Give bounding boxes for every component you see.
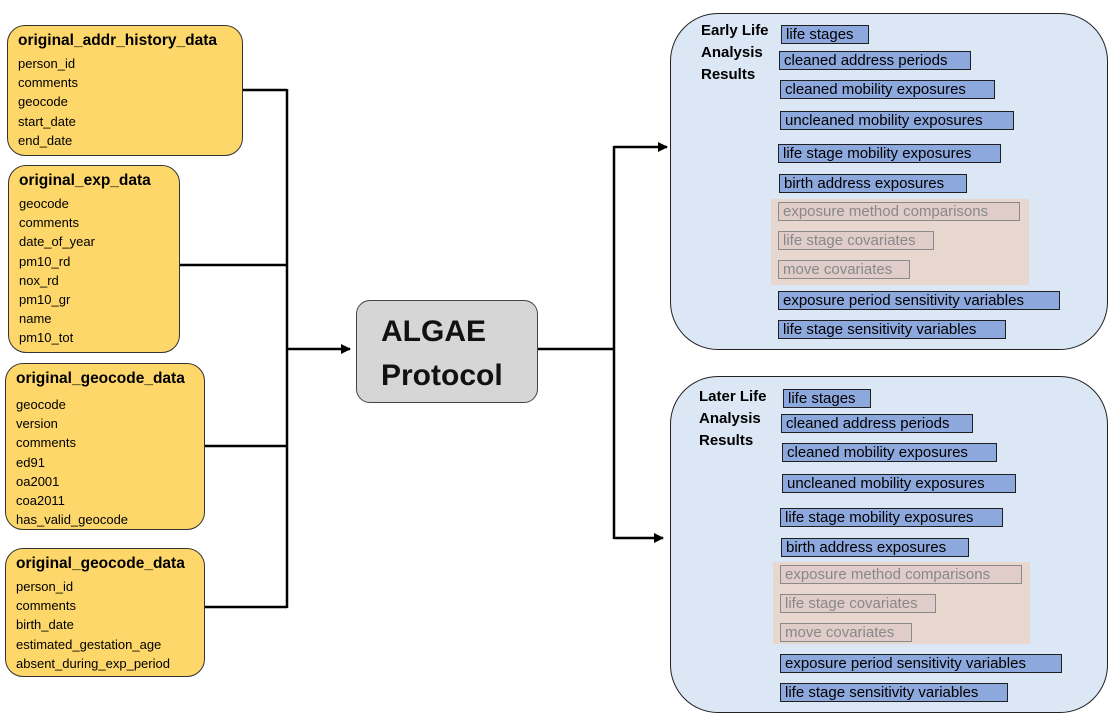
result-item: exposure period sensitivity variables — [778, 291, 1060, 310]
source-field: birth_date — [16, 617, 74, 632]
source-field: version — [16, 416, 58, 431]
source-box-geocode-data: original_geocode_data geocode version co… — [5, 363, 205, 530]
result-item: uncleaned mobility exposures — [782, 474, 1016, 493]
result-item-disabled: exposure method comparisons — [780, 565, 1022, 584]
source-title: original_addr_history_data — [18, 32, 217, 49]
result-item: life stages — [783, 389, 871, 408]
source-field: name — [19, 311, 52, 326]
panel-title-line: Early Life — [701, 22, 769, 39]
result-item-disabled: life stage covariates — [780, 594, 936, 613]
source-field: ed91 — [16, 455, 45, 470]
source-field: pm10_gr — [19, 292, 71, 307]
source-field: comments — [16, 598, 76, 613]
source-field: geocode — [18, 94, 68, 109]
source-field: comments — [19, 215, 79, 230]
result-item-disabled: exposure method comparisons — [778, 202, 1020, 221]
result-item: birth address exposures — [781, 538, 969, 557]
protocol-label: Protocol — [381, 359, 503, 392]
panel-title-line: Results — [699, 432, 754, 449]
result-item: life stages — [781, 25, 869, 44]
result-item: uncleaned mobility exposures — [780, 111, 1014, 130]
source-field: coa2011 — [16, 493, 65, 508]
panel-title: Early Life Analysis Results — [701, 20, 769, 86]
result-item: cleaned mobility exposures — [780, 80, 995, 99]
source-title: original_exp_data — [19, 172, 151, 189]
panel-title-line: Analysis — [701, 44, 763, 61]
source-field: geocode — [16, 397, 66, 412]
source-field: pm10_tot — [19, 330, 74, 345]
source-field: start_date — [18, 114, 76, 129]
source-field: has_valid_geocode — [16, 512, 129, 527]
result-item: life stage mobility exposures — [780, 508, 1003, 527]
result-item: life stage sensitivity variables — [778, 320, 1006, 339]
panel-title: Later Life Analysis Results — [699, 386, 767, 452]
source-field: person_id — [18, 56, 76, 71]
source-field: person_id — [16, 579, 74, 594]
result-item: cleaned address periods — [779, 51, 971, 70]
source-field: date_of_year — [19, 234, 95, 249]
panel-title-line: Later Life — [699, 388, 767, 405]
source-field: comments — [18, 75, 78, 90]
source-title: original_geocode_data — [16, 370, 185, 387]
source-field: end_date — [18, 133, 73, 148]
result-item: birth address exposures — [779, 174, 967, 193]
source-field: geocode — [19, 196, 69, 211]
source-box-addr-history: original_addr_history_data person_id com… — [7, 25, 243, 156]
panel-title-line: Results — [701, 66, 756, 83]
source-field: absent_during_exp_period — [16, 656, 170, 671]
result-item: life stage sensitivity variables — [780, 683, 1008, 702]
source-box-geocode-data-person: original_geocode_data person_id comments… — [5, 548, 205, 677]
source-field: nox_rd — [19, 273, 59, 288]
result-item-disabled: move covariates — [778, 260, 910, 279]
algae-protocol-box: ALGAE Protocol — [356, 300, 538, 403]
source-box-exp-data: original_exp_data geocode comments date_… — [8, 165, 180, 353]
panel-title-line: Analysis — [699, 410, 761, 427]
source-field: pm10_rd — [19, 254, 71, 269]
source-title: original_geocode_data — [16, 555, 185, 572]
result-item: exposure period sensitivity variables — [780, 654, 1062, 673]
result-item: life stage mobility exposures — [778, 144, 1001, 163]
source-field: oa2001 — [16, 474, 60, 489]
result-item-disabled: life stage covariates — [778, 231, 934, 250]
protocol-name: ALGAE — [381, 315, 486, 348]
result-item-disabled: move covariates — [780, 623, 912, 642]
source-field: estimated_gestation_age — [16, 637, 162, 652]
result-item: cleaned address periods — [781, 414, 973, 433]
result-item: cleaned mobility exposures — [782, 443, 997, 462]
source-field: comments — [16, 435, 76, 450]
